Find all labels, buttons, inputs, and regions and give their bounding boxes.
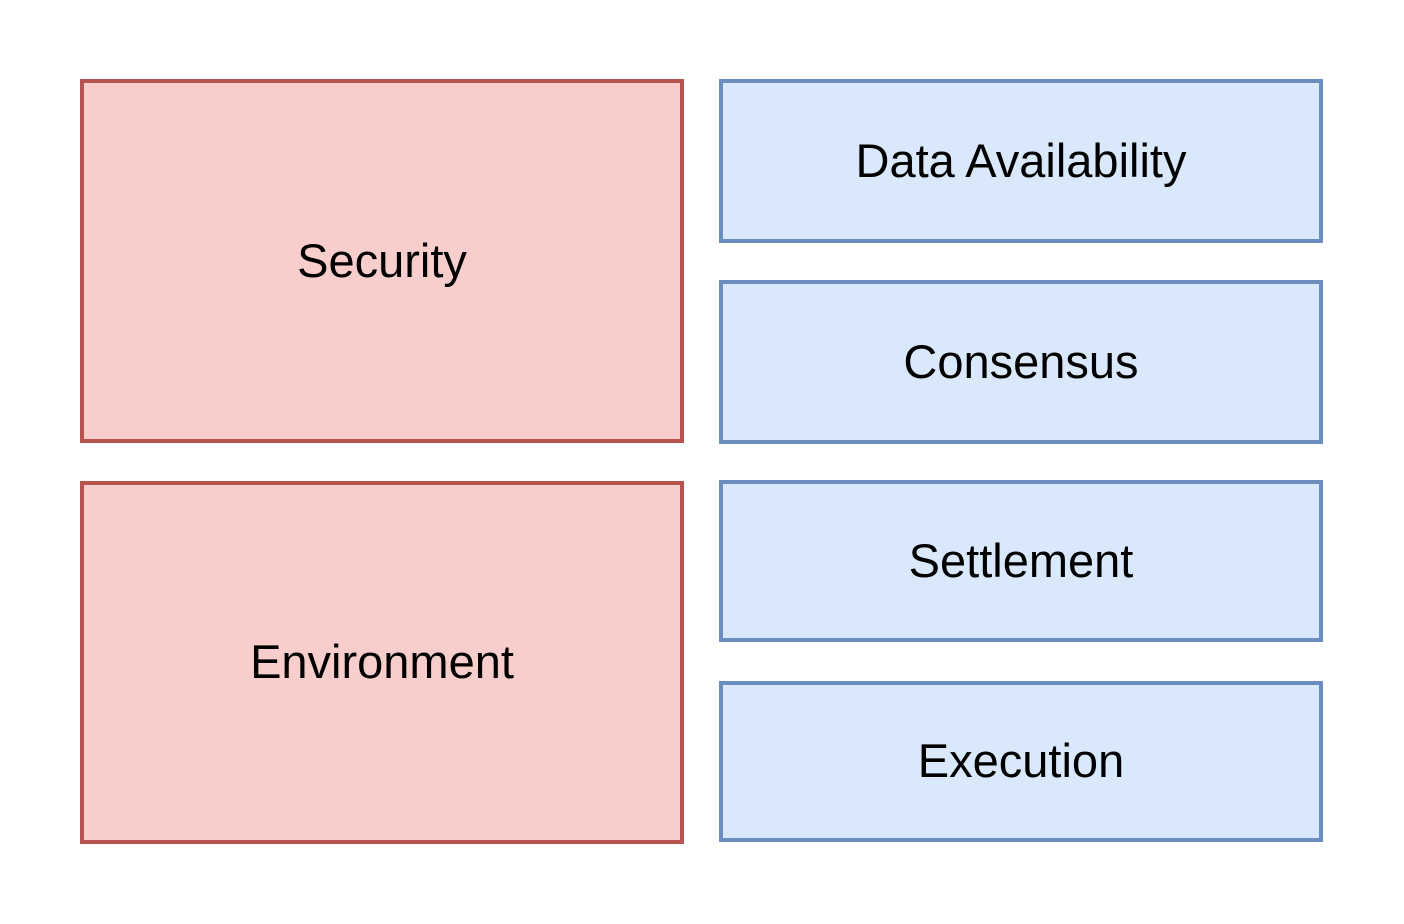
node-data-availability: Data Availability (719, 79, 1323, 243)
node-settlement: Settlement (719, 480, 1323, 642)
node-environment-label: Environment (250, 635, 514, 689)
node-security-label: Security (297, 233, 467, 287)
node-execution: Execution (719, 681, 1323, 842)
node-settlement-label: Settlement (908, 533, 1134, 587)
node-environment: Environment (80, 481, 684, 844)
node-security: Security (80, 79, 684, 443)
node-consensus-label: Consensus (903, 334, 1139, 388)
node-data-availability-label: Data Availability (855, 133, 1187, 187)
node-execution-label: Execution (917, 734, 1125, 788)
node-consensus: Consensus (719, 280, 1323, 444)
